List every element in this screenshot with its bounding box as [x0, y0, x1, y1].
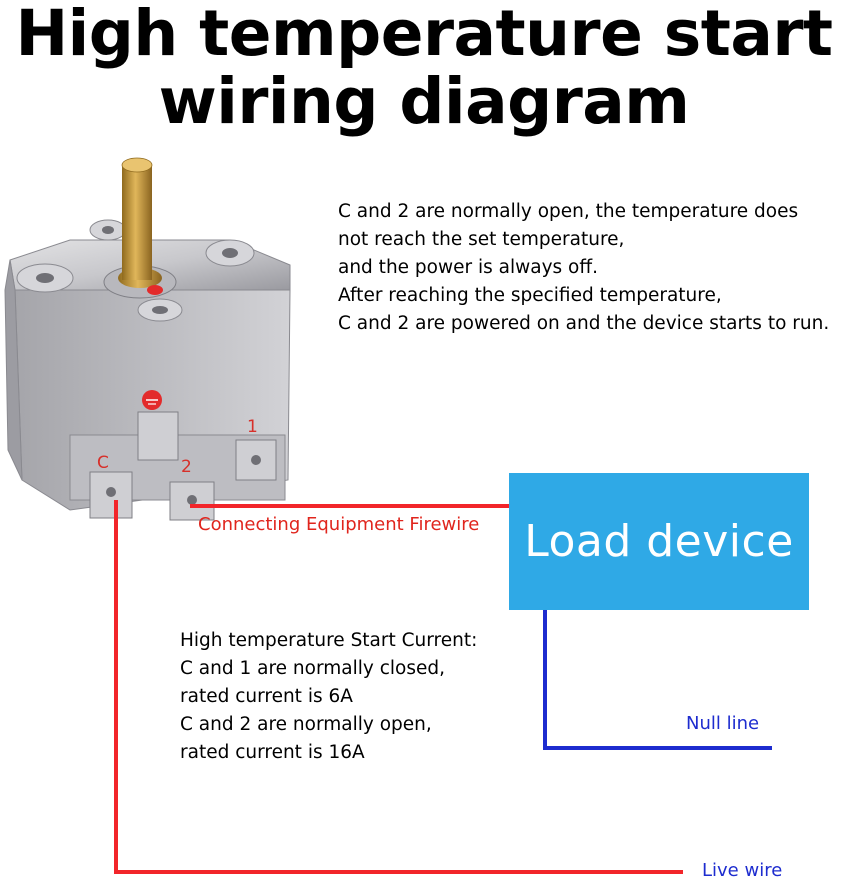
- description-line: not reach the set temperature,: [338, 229, 625, 250]
- title-line-2: wiring diagram: [158, 65, 690, 138]
- spec-line: C and 2 are normally open,: [180, 714, 432, 735]
- spec-line: rated current is 6A: [180, 686, 353, 707]
- thermostat-side: [4, 259, 23, 481]
- spec-text: High temperature Start Current: C and 1 …: [180, 627, 510, 767]
- thermostat-illustration: C 2 1: [4, 157, 291, 521]
- terminal-label-2: 2: [181, 457, 192, 477]
- description-line: and the power is always off.: [338, 257, 599, 278]
- terminal-label-c: C: [97, 453, 109, 473]
- brass-shaft: [122, 165, 152, 280]
- spec-line: rated current is 16A: [180, 742, 365, 763]
- red-marker: [147, 285, 163, 295]
- description-line: C and 2 are powered on and the device st…: [338, 313, 830, 334]
- null-line-label: Null line: [686, 713, 760, 734]
- description-line: C and 2 are normally open, the temperatu…: [338, 201, 799, 222]
- terminal-label-1: 1: [247, 417, 258, 437]
- load-device-label: Load device: [524, 516, 794, 567]
- live-wire: [114, 500, 683, 874]
- title-line-1: High temperature start: [15, 0, 833, 70]
- spec-line: C and 1 are normally closed,: [180, 658, 445, 679]
- null-wire: [543, 608, 772, 750]
- terminal-ground: [137, 411, 179, 461]
- load-device-box: Load device: [509, 473, 809, 610]
- description-line: After reaching the specified temperature…: [338, 285, 722, 306]
- spec-line: High temperature Start Current:: [180, 630, 478, 651]
- diagram-title: High temperature start wiring diagram: [0, 0, 848, 134]
- fire-wire-label: Connecting Equipment Firewire: [198, 514, 480, 535]
- live-wire-label: Live wire: [702, 860, 783, 881]
- description-text: C and 2 are normally open, the temperatu…: [338, 198, 848, 338]
